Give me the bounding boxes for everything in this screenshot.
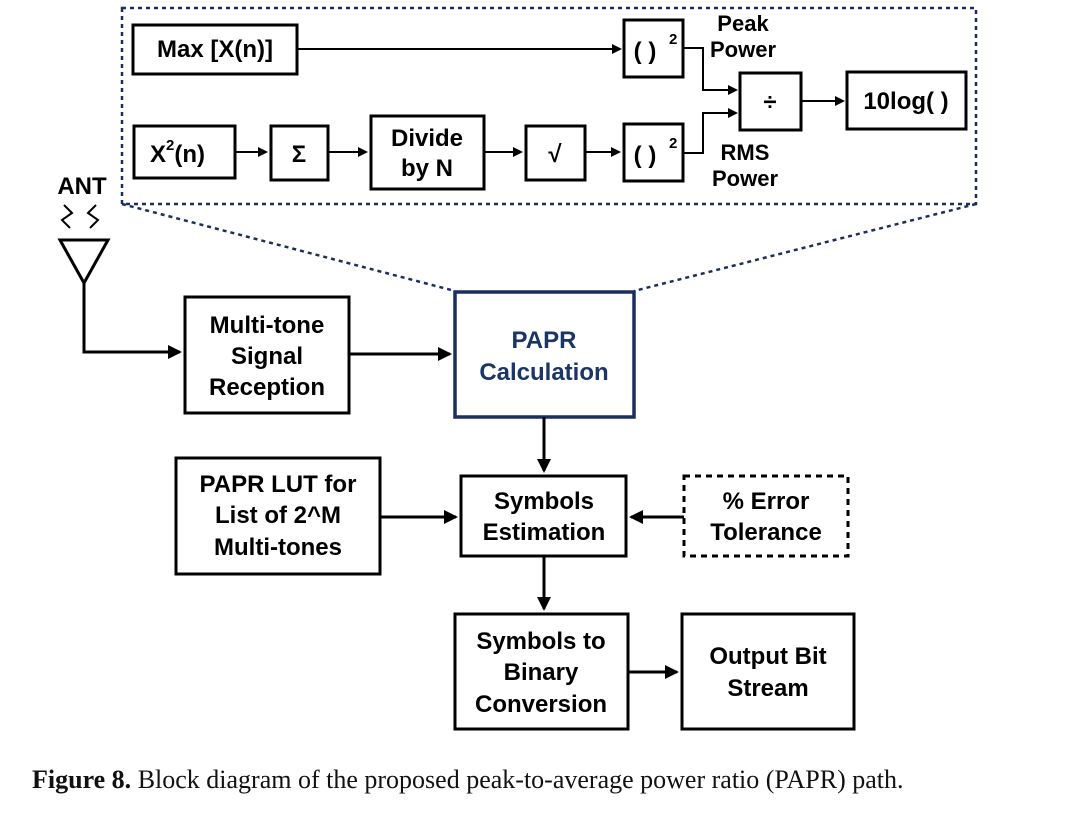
square-top-sup: 2 <box>669 31 677 48</box>
divider-block: ÷ <box>738 71 803 132</box>
rms-label-line1: RMS <box>721 140 770 165</box>
figure-caption-text: Block diagram of the proposed peak-to-av… <box>131 765 904 794</box>
antenna: ANT <box>57 173 111 287</box>
output-line2: Stream <box>727 675 808 702</box>
peak-label-line2: Power <box>710 37 776 62</box>
rms-to-divider-arrow <box>683 108 738 154</box>
symbols-estimation-block: Symbols Estimation <box>459 474 628 558</box>
sum-block: Σ <box>269 124 330 182</box>
antenna-icon <box>57 238 111 287</box>
divide-by-n-block: Divide by N <box>369 114 486 191</box>
papr-line1: PAPR <box>512 327 577 354</box>
square-bottom-sup: 2 <box>669 135 677 152</box>
peak-label-line1: Peak <box>717 11 769 36</box>
sqrt-block-label: √ <box>548 141 562 168</box>
zoom-line-left <box>121 202 456 293</box>
papr-line2: Calculation <box>479 359 608 386</box>
lut-block: PAPR LUT for List of 2^M Multi-tones <box>174 456 382 576</box>
zoom-line-right <box>633 202 977 293</box>
log-block: 10log( ) <box>845 70 968 131</box>
divide-block-line2: by N <box>401 155 453 182</box>
figure-caption: Figure 8. Block diagram of the proposed … <box>32 765 904 795</box>
sqrt-block: √ <box>524 124 587 182</box>
square-bottom-label: ( ) <box>634 142 657 169</box>
reception-line3: Reception <box>209 374 325 401</box>
estimation-line2: Estimation <box>483 519 606 546</box>
error-tolerance-block: % Error Tolerance <box>682 474 850 558</box>
sum-block-label: Σ <box>292 141 306 168</box>
reception-block: Multi-tone Signal Reception <box>183 295 351 415</box>
peak-to-divider-arrow <box>683 47 738 95</box>
error-tolerance-line1: % Error <box>723 488 810 515</box>
papr-calculation-block: PAPR Calculation <box>453 290 636 419</box>
detail-dotted-frame <box>120 6 978 206</box>
output-line1: Output Bit <box>709 643 826 670</box>
conversion-line1: Symbols to <box>476 628 605 655</box>
x2-block: X2(n) <box>132 124 237 180</box>
antenna-label: ANT <box>57 173 107 200</box>
reception-line2: Signal <box>231 343 303 370</box>
x2-block-tail: (n) <box>174 141 205 168</box>
estimation-line1: Symbols <box>494 488 594 515</box>
error-tolerance-line2: Tolerance <box>710 519 822 546</box>
svg-text:X2(n): X2(n) <box>150 137 205 168</box>
antenna-to-reception-arrow <box>82 283 182 359</box>
max-block: Max [X(n)] <box>131 23 299 76</box>
square-block-top: ( ) 2 <box>622 18 685 79</box>
log-block-label: 10log( ) <box>863 88 948 115</box>
divide-block-line1: Divide <box>391 125 463 152</box>
reception-line1: Multi-tone <box>210 312 325 339</box>
signal-wave-left-icon <box>60 204 74 229</box>
square-block-bottom: ( ) 2 <box>622 122 685 183</box>
lut-line2: List of 2^M <box>215 502 341 529</box>
x2-block-label: X <box>150 141 166 168</box>
output-bit-stream-block: Output Bit Stream <box>680 612 856 731</box>
signal-wave-right-icon <box>86 204 100 229</box>
x2-block-sup: 2 <box>166 137 174 154</box>
papr-detail-region <box>120 6 978 293</box>
divider-label: ÷ <box>763 89 776 116</box>
max-block-label: Max [X(n)] <box>157 36 273 63</box>
symbols-to-binary-block: Symbols to Binary Conversion <box>453 612 630 731</box>
conversion-line3: Conversion <box>475 691 607 718</box>
conversion-line2: Binary <box>504 659 579 686</box>
lut-line1: PAPR LUT for <box>200 471 357 498</box>
rms-label-line2: Power <box>712 166 778 191</box>
lut-line3: Multi-tones <box>214 534 342 561</box>
square-top-label: ( ) <box>634 38 657 65</box>
figure-label: Figure 8. <box>32 765 132 794</box>
